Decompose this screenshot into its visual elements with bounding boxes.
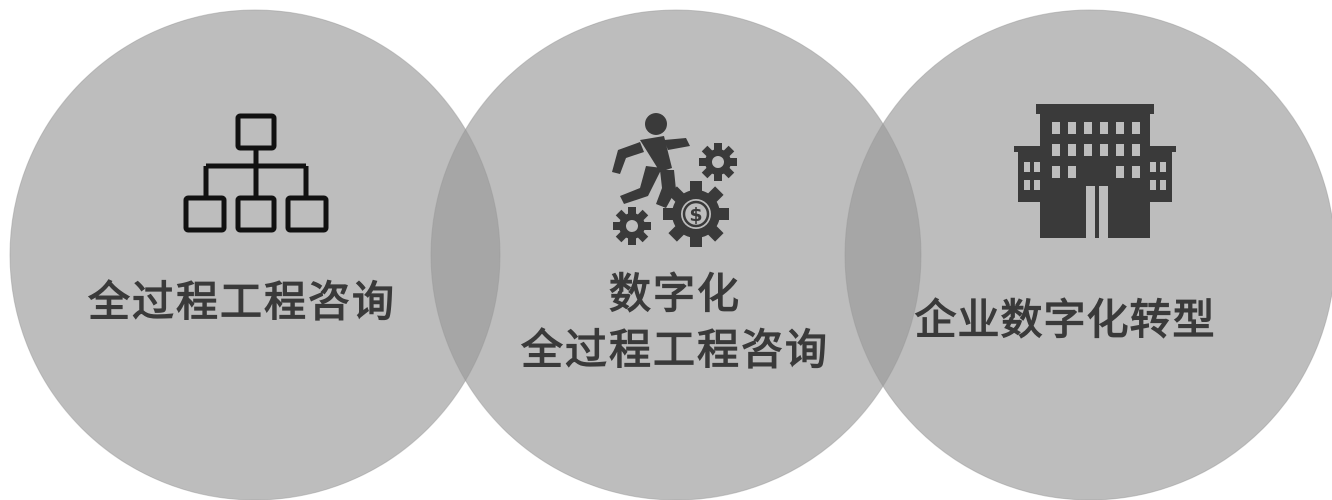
- circle-2: [431, 10, 921, 500]
- hierarchy-icon: [183, 113, 329, 233]
- circle-3-label: 企业数字化转型: [914, 295, 1216, 344]
- circle-2-label: 数字化 全过程工程咨询: [500, 266, 850, 378]
- circle-1: [10, 10, 500, 500]
- office-building-icon: [1014, 104, 1176, 238]
- circle-3: [845, 10, 1332, 500]
- circle-1-label: 全过程工程咨询: [87, 277, 396, 326]
- svg-text:$: $: [689, 204, 702, 226]
- circle-2-label-line1: 数字化: [608, 269, 741, 318]
- circle-2-label-line2: 全过程工程咨询: [520, 325, 829, 374]
- businessman-gears-icon: $: [612, 113, 737, 247]
